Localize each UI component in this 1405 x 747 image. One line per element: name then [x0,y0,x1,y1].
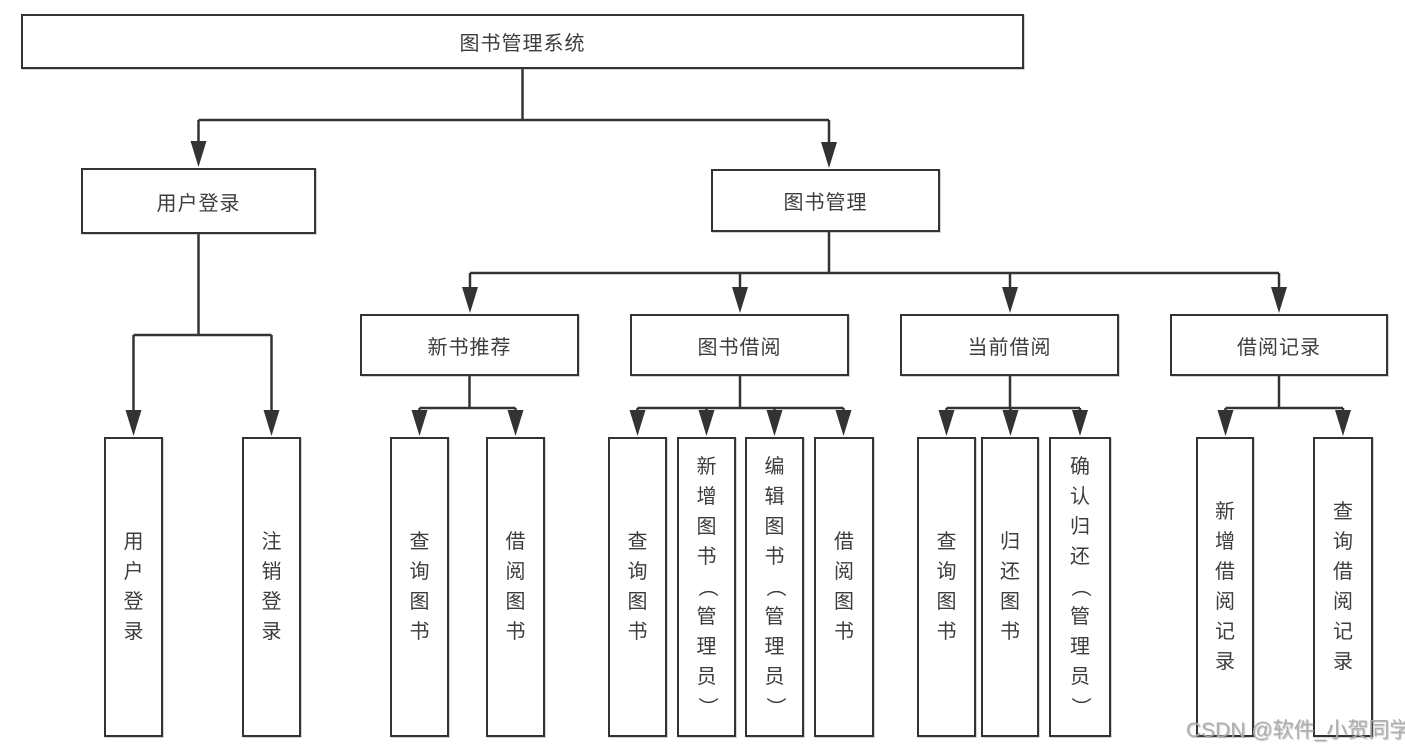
node-label: 查询借阅记录 [1333,501,1353,673]
node-label: 注销登录 [261,531,282,643]
node-label: 新增借阅记录 [1215,501,1235,673]
leaf-add-books-admin: 新增图书（管理员） [677,437,736,737]
csdn-watermark: CSDN @软件_小贺同学 [1186,719,1405,742]
node-label: 借阅图书 [505,531,526,643]
leaf-confirm-return-admin: 确认归还（管理员） [1049,437,1111,737]
leaf-query-books-borrowing: 查询图书 [608,437,667,737]
node-borrowing-records: 借阅记录 [1170,314,1388,376]
node-user-login: 用户登录 [81,168,316,234]
node-current-borrowing: 当前借阅 [900,314,1119,376]
leaf-query-books-recommend: 查询图书 [390,437,449,737]
node-label: 图书管理 [783,192,868,214]
node-label: 查询图书 [627,531,648,643]
node-label: 当前借阅 [967,336,1052,359]
node-label: 借阅图书 [834,531,854,643]
node-book-management: 图书管理 [711,169,940,232]
leaf-query-borrow-record: 查询借阅记录 [1313,437,1373,737]
leaf-return-books: 归还图书 [981,437,1039,737]
leaf-borrow-books-borrowing: 借阅图书 [814,437,874,737]
node-label: 编辑图书（管理员） [763,456,786,717]
node-label: 查询图书 [936,531,957,643]
node-label: 借阅记录 [1237,336,1321,359]
leaf-edit-books-admin: 编辑图书（管理员） [745,437,804,737]
leaf-query-books-current: 查询图书 [917,437,976,737]
leaf-borrow-books-recommend: 借阅图书 [486,437,545,737]
node-label: 用户登录 [156,192,241,215]
leaf-add-borrow-record: 新增借阅记录 [1196,437,1254,737]
node-label: 用户登录 [123,531,144,643]
leaf-user-login: 用户登录 [104,437,163,737]
node-label: 查询图书 [409,531,430,643]
node-new-book-recommendation: 新书推荐 [360,314,579,376]
node-label: 图书管理系统 [459,33,586,55]
node-label: 新增图书（管理员） [695,456,718,717]
node-label: 新书推荐 [427,336,512,359]
node-book-borrowing: 图书借阅 [630,314,849,376]
node-library-management-system: 图书管理系统 [21,14,1024,69]
leaf-logout-login: 注销登录 [242,437,301,737]
node-label: 归还图书 [1000,531,1020,643]
node-label: 确认归还（管理员） [1069,456,1091,717]
node-label: 图书借阅 [697,336,782,359]
